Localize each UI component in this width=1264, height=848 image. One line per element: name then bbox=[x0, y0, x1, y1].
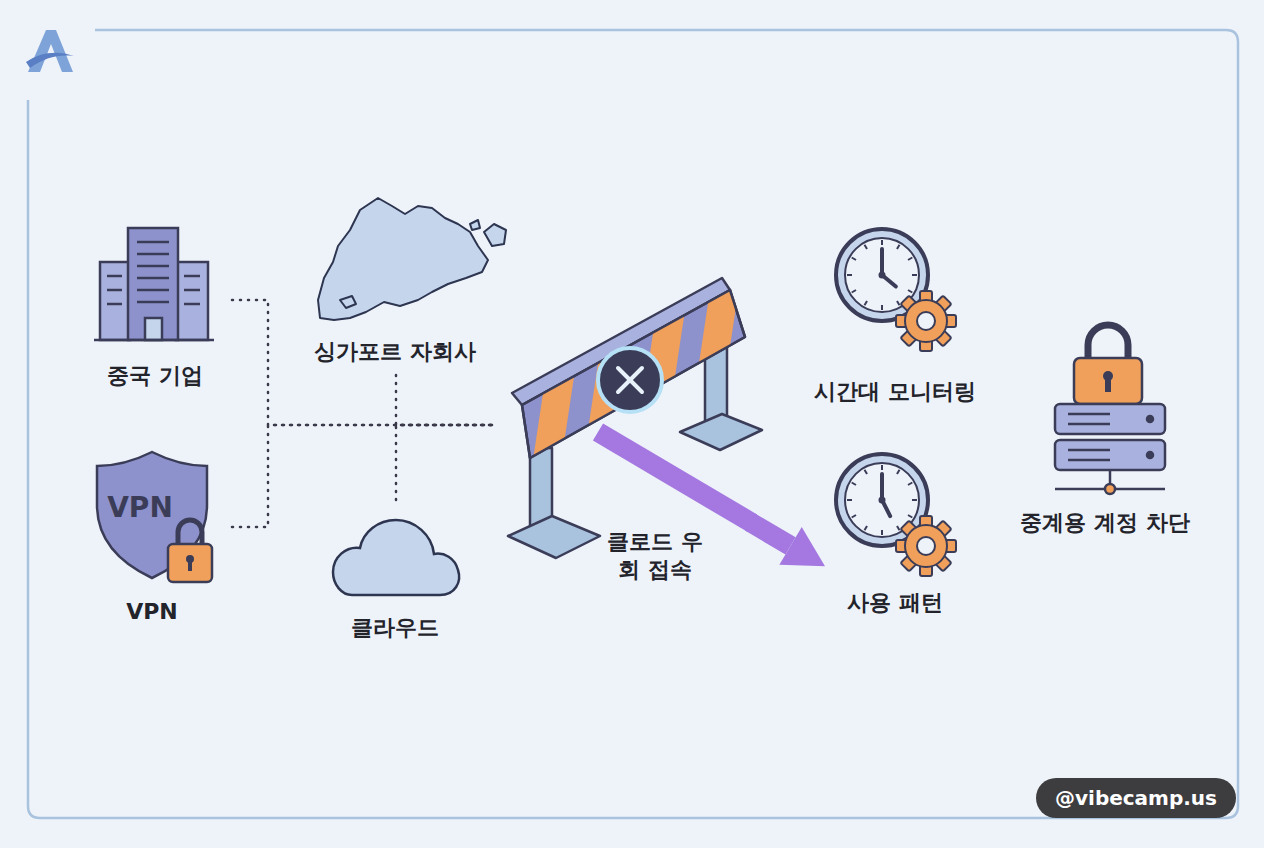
vpn-node: VPN VPN bbox=[97, 450, 232, 630]
clock bbox=[836, 454, 956, 576]
arrow-shaft bbox=[750, 522, 791, 546]
vpn-shield bbox=[97, 452, 212, 582]
usage-node: 사용 패턴 bbox=[825, 450, 970, 621]
server-lock bbox=[1055, 325, 1165, 494]
node-label: 사용 패턴 bbox=[847, 589, 943, 617]
gear bbox=[896, 291, 956, 351]
node-label: VPN bbox=[126, 598, 178, 626]
building-icon bbox=[94, 228, 214, 340]
connector-line bbox=[396, 425, 497, 500]
arrow-head bbox=[779, 527, 825, 566]
gear bbox=[896, 516, 956, 576]
bypass-node: 클로드 우회 접속 bbox=[497, 268, 750, 528]
connector-line bbox=[232, 425, 497, 527]
connector-line bbox=[232, 300, 497, 425]
subsidiary-node: 싱가포르 자회사 bbox=[300, 190, 515, 375]
shield-text: VPN bbox=[107, 490, 173, 525]
node-label: 중국 기업 bbox=[107, 362, 203, 390]
connector-line bbox=[396, 375, 497, 425]
bypass-arrow bbox=[750, 522, 825, 566]
node-label: 중계용 계정 차단 bbox=[1020, 509, 1189, 537]
watermark: @vibecamp.us bbox=[1055, 786, 1217, 811]
block-node: 중계용 계정 차단 bbox=[1010, 318, 1200, 543]
clock bbox=[836, 229, 956, 351]
dotted-connector bbox=[396, 425, 497, 500]
cloud-node: 클라우드 bbox=[320, 500, 470, 646]
node-label: 시간대 모니터링 bbox=[814, 378, 976, 406]
logo bbox=[26, 30, 74, 72]
dotted-connector bbox=[232, 425, 497, 527]
watermark-node: @vibecamp.us bbox=[1036, 778, 1236, 818]
node-label: 싱가포르 자회사 bbox=[314, 338, 476, 366]
monitoring-node: 시간대 모니터링 bbox=[810, 225, 985, 410]
node-label: 클로드 우회 접속 bbox=[599, 528, 711, 583]
node-label: 클라우드 bbox=[351, 614, 439, 642]
frame bbox=[28, 30, 1238, 818]
barrier bbox=[508, 278, 762, 558]
dotted-connector bbox=[396, 375, 497, 425]
cloud-icon bbox=[333, 520, 459, 595]
company-node: 중국 기업 bbox=[100, 225, 232, 395]
singapore-map bbox=[318, 198, 506, 320]
dotted-connector bbox=[232, 300, 497, 425]
